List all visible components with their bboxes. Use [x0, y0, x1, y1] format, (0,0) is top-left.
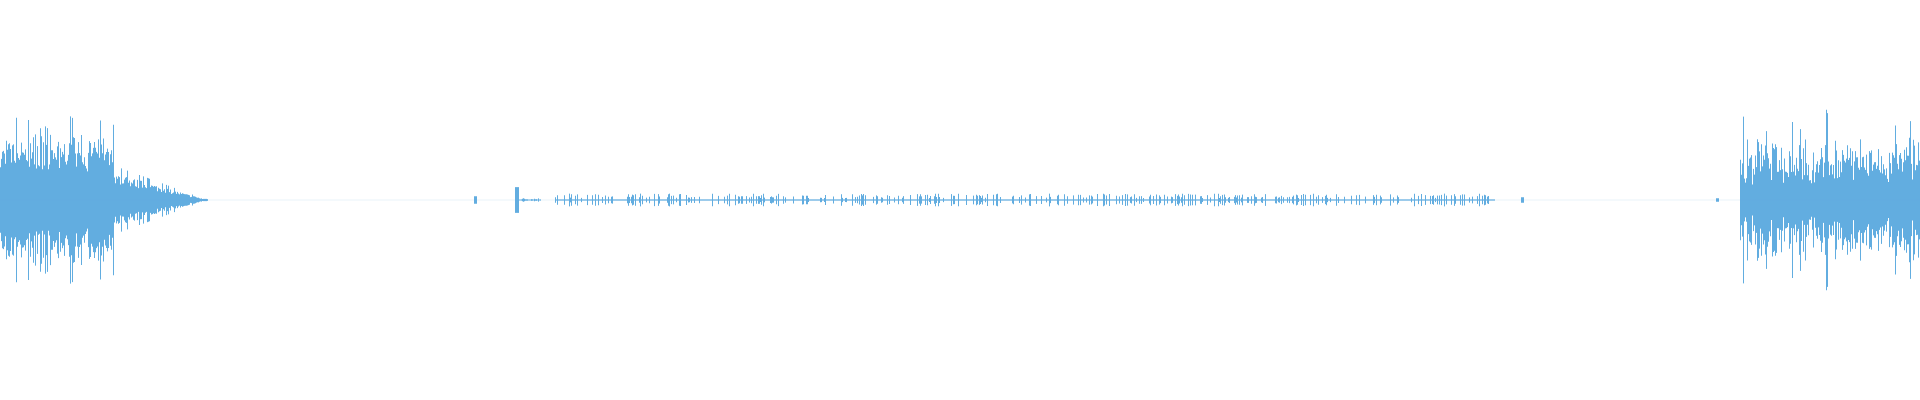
waveform-tick-1 [474, 196, 477, 204]
waveform-burst-start [0, 116, 208, 284]
waveform-burst-end [1740, 109, 1920, 291]
waveform-tick-2 [1521, 197, 1524, 203]
waveform-trace [0, 109, 1920, 291]
waveform-tick-3 [1716, 198, 1719, 202]
waveform-click-1 [515, 187, 541, 213]
waveform-sparse-run [555, 193, 1495, 207]
